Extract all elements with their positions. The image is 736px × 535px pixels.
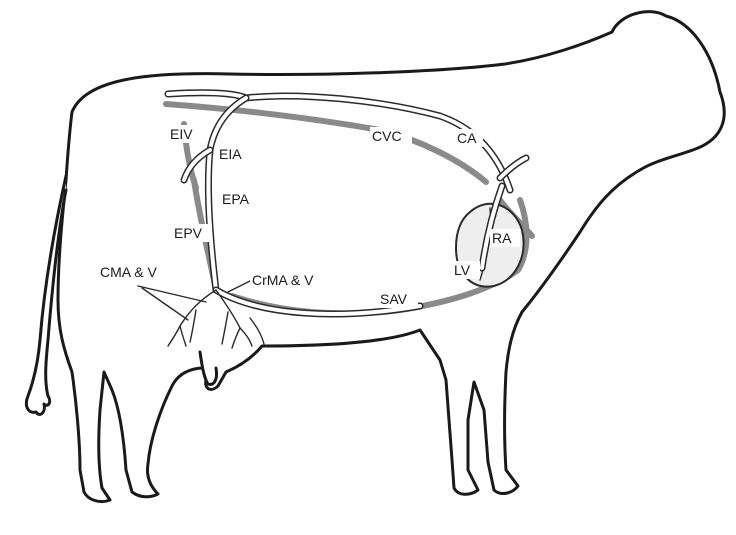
label-epa: EPA [222, 191, 250, 207]
label-ra: RA [492, 230, 512, 246]
label-sav: SAV [380, 291, 408, 307]
label-cvc: CVC [372, 128, 402, 144]
label-epv: EPV [174, 225, 203, 241]
label-ca: CA [457, 130, 477, 146]
label-lv: LV [454, 262, 471, 278]
label-eia: EIA [219, 146, 242, 162]
label-cma-v: CMA & V [100, 264, 157, 280]
cow-outline [58, 12, 724, 502]
label-eiv: EIV [170, 126, 193, 142]
label-crma-v: CrMA & V [252, 272, 314, 288]
